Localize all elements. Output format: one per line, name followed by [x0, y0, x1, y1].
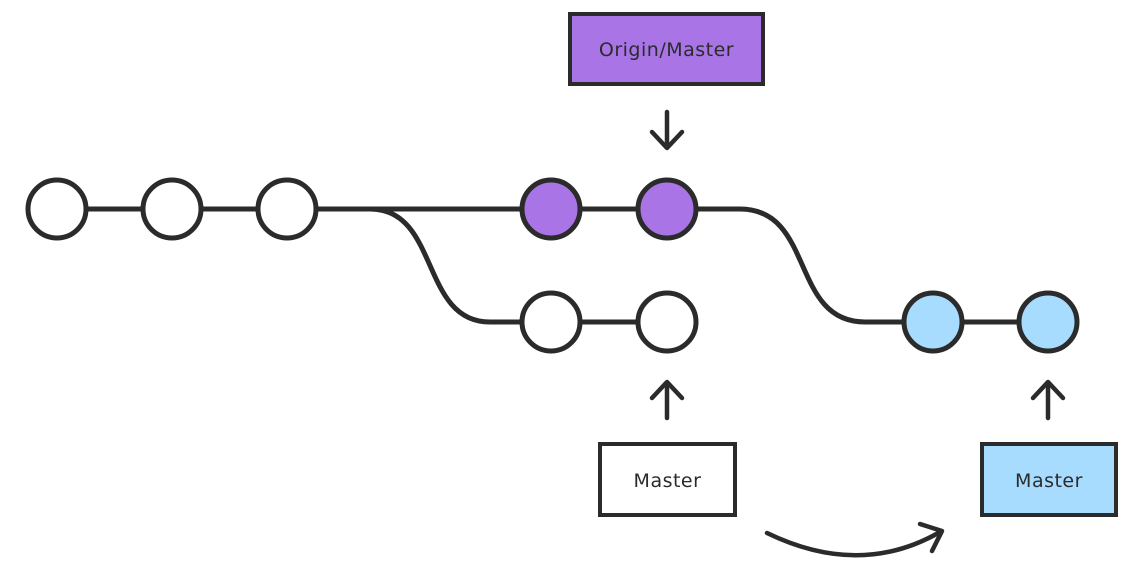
arrow-down-icon: [649, 109, 685, 151]
curved-arrow-icon: [764, 521, 945, 558]
origin-master-label-text: Origin/Master: [599, 39, 734, 61]
arrow-up-icon: [1030, 379, 1066, 421]
arrow-up-icon: [649, 379, 685, 421]
origin-master-label: Origin/Master: [568, 12, 765, 86]
commit-local-1: [519, 290, 583, 354]
rebased-master-label-text: Master: [1015, 470, 1083, 492]
commit-rebased-1: [901, 290, 965, 354]
local-master-label-text: Master: [634, 470, 702, 492]
commit-rebased-2: [1016, 290, 1080, 354]
commit-origin-1: [519, 177, 583, 241]
rebased-master-label: Master: [980, 442, 1118, 517]
commit-origin-2: [635, 177, 699, 241]
commit-shared-1: [25, 177, 89, 241]
edge-branch-rebased: [664, 206, 936, 325]
commit-shared-2: [140, 177, 204, 241]
edge-branch-local: [367, 206, 554, 325]
local-master-label: Master: [598, 442, 737, 517]
commit-shared-3: [255, 177, 319, 241]
commit-local-2: [635, 290, 699, 354]
